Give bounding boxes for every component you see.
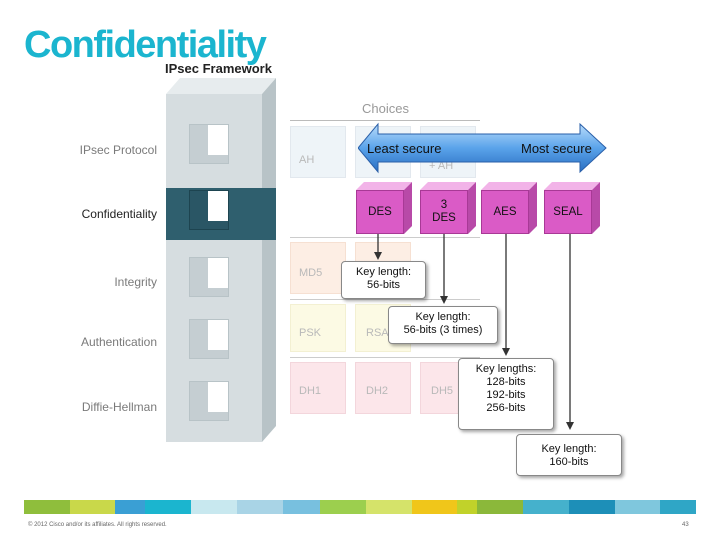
algorithm-aes-label: AES (481, 190, 529, 234)
pillar-window-confidentiality (189, 190, 229, 230)
row-divider (290, 357, 480, 358)
most-secure-label: Most secure (521, 141, 592, 156)
pillar-window-ipsec (189, 124, 229, 164)
callout-3des: Key length: 56-bits (3 times) (388, 306, 498, 344)
callout-aes-line4: 256-bits (486, 402, 526, 414)
pillar-window-integrity (189, 257, 229, 297)
pillar-window-diffie-hellman (189, 381, 229, 421)
slide-title: Confidentiality (24, 24, 267, 66)
callout-aes: Key lengths: 128-bits 192-bits 256-bits (458, 358, 554, 430)
callout-seal-line2: 160-bits (549, 456, 589, 468)
algorithm-des: DES (356, 182, 412, 234)
algorithm-seal: SEAL (544, 182, 600, 234)
row-divider (290, 299, 480, 300)
row-label-diffie-hellman: Diffie-Hellman (81, 400, 157, 414)
callout-des-line2: 56-bits (366, 279, 401, 291)
security-arrow (358, 122, 607, 174)
choice-dh5: DH5 (420, 362, 460, 414)
callout-des: Key length: 56-bits (341, 261, 426, 299)
footer-strip (24, 500, 697, 514)
row-label-ipsec-protocol: IPsec Protocol (79, 143, 157, 157)
callout-des-line1: Key length: (355, 266, 412, 278)
3des-arrowhead (440, 296, 448, 304)
callout-seal: Key length: 160-bits (516, 434, 622, 476)
choice-dh2: DH2 (355, 362, 411, 414)
aes-arrowhead (502, 348, 510, 356)
algorithm-3des-label: 3 DES (420, 190, 468, 234)
callout-aes-line1: Key lengths: (475, 363, 537, 375)
callout-aes-line3: 192-bits (486, 389, 526, 401)
row-divider (290, 120, 480, 121)
algorithm-3des: 3 DES (420, 182, 476, 234)
callout-seal-line1: Key length: (541, 443, 597, 455)
least-secure-label: Least secure (367, 141, 442, 156)
callout-3des-line1: Key length: (415, 311, 471, 323)
choices-label: Choices (362, 101, 409, 116)
algorithm-des-label: DES (356, 190, 404, 234)
choice-ah: AH (290, 126, 346, 178)
callout-3des-line2: 56-bits (3 times) (403, 324, 483, 336)
choice-psk: PSK (290, 304, 346, 352)
choice-dh1: DH1 (290, 362, 346, 414)
footer-page-number: 43 (682, 522, 689, 528)
callout-aes-line2: 128-bits (486, 376, 526, 388)
row-divider (290, 237, 480, 238)
footer-copyright: © 2012 Cisco and/or its affiliates. All … (28, 522, 167, 528)
choice-md5: MD5 (290, 242, 346, 294)
algorithm-3des-line1: 3 (440, 199, 448, 211)
framework-label: IPsec Framework (165, 61, 272, 76)
seal-arrowhead (566, 422, 574, 430)
algorithm-aes: AES (481, 182, 537, 234)
row-label-authentication: Authentication (80, 335, 157, 349)
algorithm-3des-line2: DES (432, 212, 456, 224)
row-label-confidentiality: Confidentiality (81, 207, 157, 221)
row-label-integrity: Integrity (114, 275, 157, 289)
algorithm-seal-label: SEAL (544, 190, 592, 234)
pillar-window-authentication (189, 319, 229, 359)
